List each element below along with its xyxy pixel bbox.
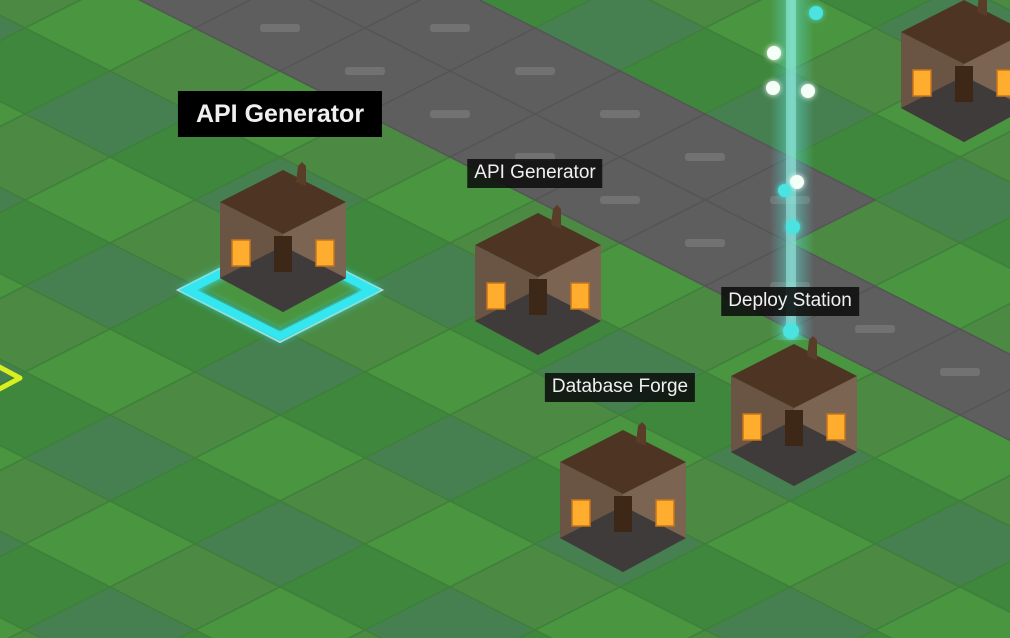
building-api-generator-selected[interactable] — [218, 160, 348, 320]
road-dash — [940, 368, 980, 376]
grass-tile[interactable] — [873, 586, 1010, 638]
road-dash — [515, 67, 555, 75]
road-dash — [430, 24, 470, 32]
road-dash — [600, 110, 640, 118]
grass-tile[interactable] — [958, 544, 1010, 630]
grass-tile[interactable] — [450, 629, 620, 638]
building-unlabeled[interactable] — [899, 0, 1010, 150]
road-dash — [855, 325, 895, 333]
building-deploy-station[interactable] — [729, 334, 859, 494]
beam-particle — [786, 220, 800, 234]
grass-tile[interactable] — [958, 114, 1010, 200]
deploy-beam-core — [786, 0, 796, 335]
grass-tile[interactable] — [958, 286, 1010, 372]
road-dash — [600, 196, 640, 204]
building-label: Deploy Station — [721, 287, 859, 316]
building-api-generator[interactable] — [473, 203, 603, 363]
road-dash — [260, 24, 300, 32]
grass-tile[interactable] — [960, 0, 1010, 28]
grass-tile[interactable] — [790, 629, 960, 638]
building-label: Database Forge — [544, 373, 696, 402]
road-dash — [345, 67, 385, 75]
road-tile[interactable] — [110, 0, 280, 29]
beam-particle — [778, 184, 791, 197]
grass-tile[interactable] — [958, 458, 1010, 544]
beam-particle — [767, 46, 781, 60]
building-label: API Generator — [467, 159, 603, 188]
grass-tile[interactable] — [110, 629, 280, 638]
grass-tile[interactable] — [958, 200, 1010, 286]
grass-tile[interactable] — [280, 629, 450, 638]
beam-particle — [766, 81, 780, 95]
beam-particle — [809, 6, 823, 20]
building-database-forge[interactable] — [558, 420, 688, 580]
grass-tile[interactable] — [620, 629, 790, 638]
beam-particle — [801, 84, 815, 98]
beam-particle — [790, 175, 804, 189]
road-tile[interactable] — [958, 372, 1010, 458]
grass-tile[interactable] — [0, 629, 110, 638]
beam-particle — [783, 323, 799, 339]
building-label-selected: API Generator — [177, 91, 383, 137]
offscreen-arrow-icon[interactable] — [0, 362, 23, 394]
road-dash — [685, 239, 725, 247]
road-dash — [430, 110, 470, 118]
road-dash — [685, 153, 725, 161]
grass-tile[interactable] — [0, 0, 110, 29]
